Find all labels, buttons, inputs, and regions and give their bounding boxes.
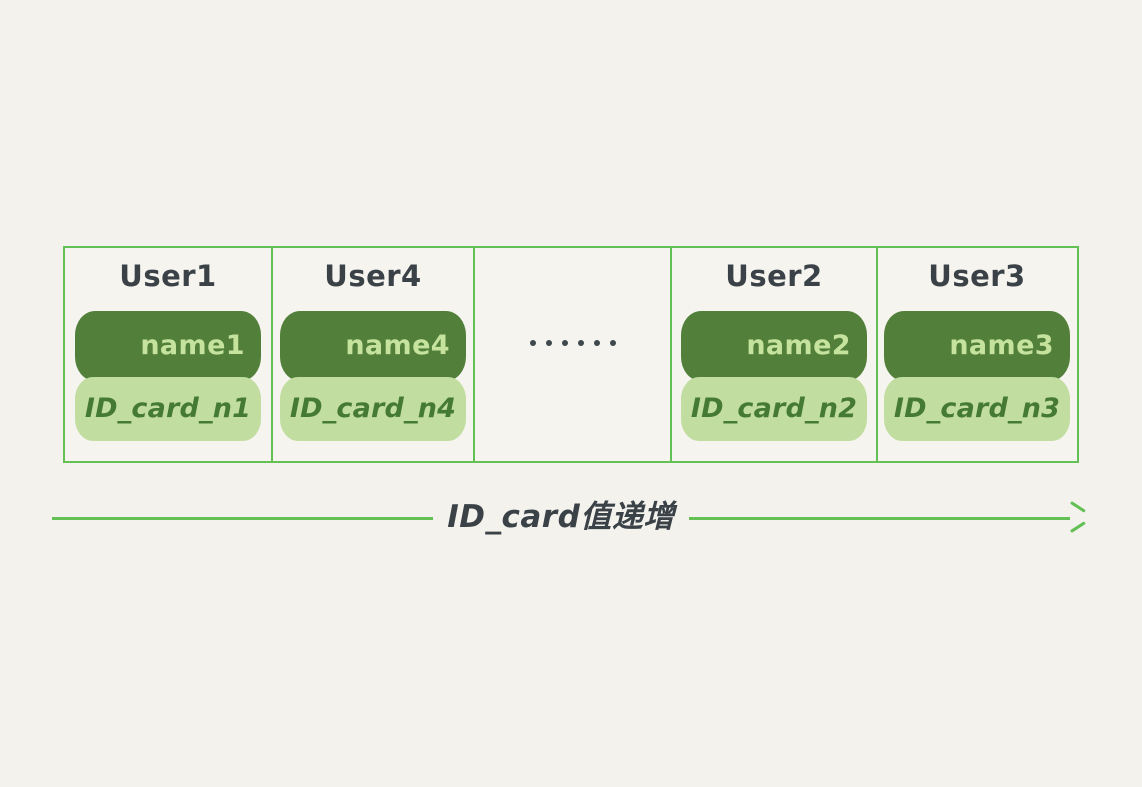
arrow-line-left — [52, 516, 434, 520]
id-card-pill: ID_card_n1 — [75, 376, 261, 441]
table-cell-user3: User3 name3 ID_card_n3 — [878, 248, 1076, 461]
name-pill: name2 — [681, 310, 867, 381]
user-label: User1 — [119, 259, 217, 293]
pill-stack: name4 ID_card_n4 — [280, 310, 466, 441]
table-cell-user2: User2 name2 ID_card_n2 — [672, 248, 878, 461]
name-pill: name1 — [75, 310, 261, 381]
id-card-pill: ID_card_n2 — [681, 376, 867, 441]
arrow-line-right — [688, 516, 1071, 520]
id-card-pill: ID_card_n3 — [884, 376, 1070, 441]
ellipsis-dot — [577, 340, 584, 346]
name-pill: name3 — [884, 310, 1070, 381]
ellipsis-dot — [545, 340, 552, 346]
arrow-head-icon — [1068, 506, 1088, 528]
table-cell-user4: User4 name4 ID_card_n4 — [273, 248, 475, 461]
name-pill: name4 — [280, 310, 466, 381]
user-label: User3 — [928, 259, 1026, 293]
ellipsis-dot — [561, 340, 568, 346]
table-cell-user1: User1 name1 ID_card_n1 — [65, 248, 273, 461]
pill-stack: name3 ID_card_n3 — [884, 310, 1070, 441]
user-label: User2 — [725, 259, 823, 293]
index-table: User1 name1 ID_card_n1 User4 name4 ID_ca… — [63, 246, 1079, 463]
ellipsis-dots-icon — [475, 340, 670, 346]
ellipsis-dot — [609, 340, 616, 346]
table-cell-ellipsis — [475, 248, 672, 461]
pill-stack: name2 ID_card_n2 — [681, 310, 867, 441]
increasing-order-arrow: ID_card值递增 — [52, 492, 1088, 542]
id-card-pill: ID_card_n4 — [280, 376, 466, 441]
ellipsis-dot — [529, 340, 536, 346]
arrow-label: ID_card值递增 — [447, 498, 675, 535]
pill-stack: name1 ID_card_n1 — [75, 310, 261, 441]
user-label: User4 — [324, 259, 422, 293]
ellipsis-dot — [593, 340, 600, 346]
